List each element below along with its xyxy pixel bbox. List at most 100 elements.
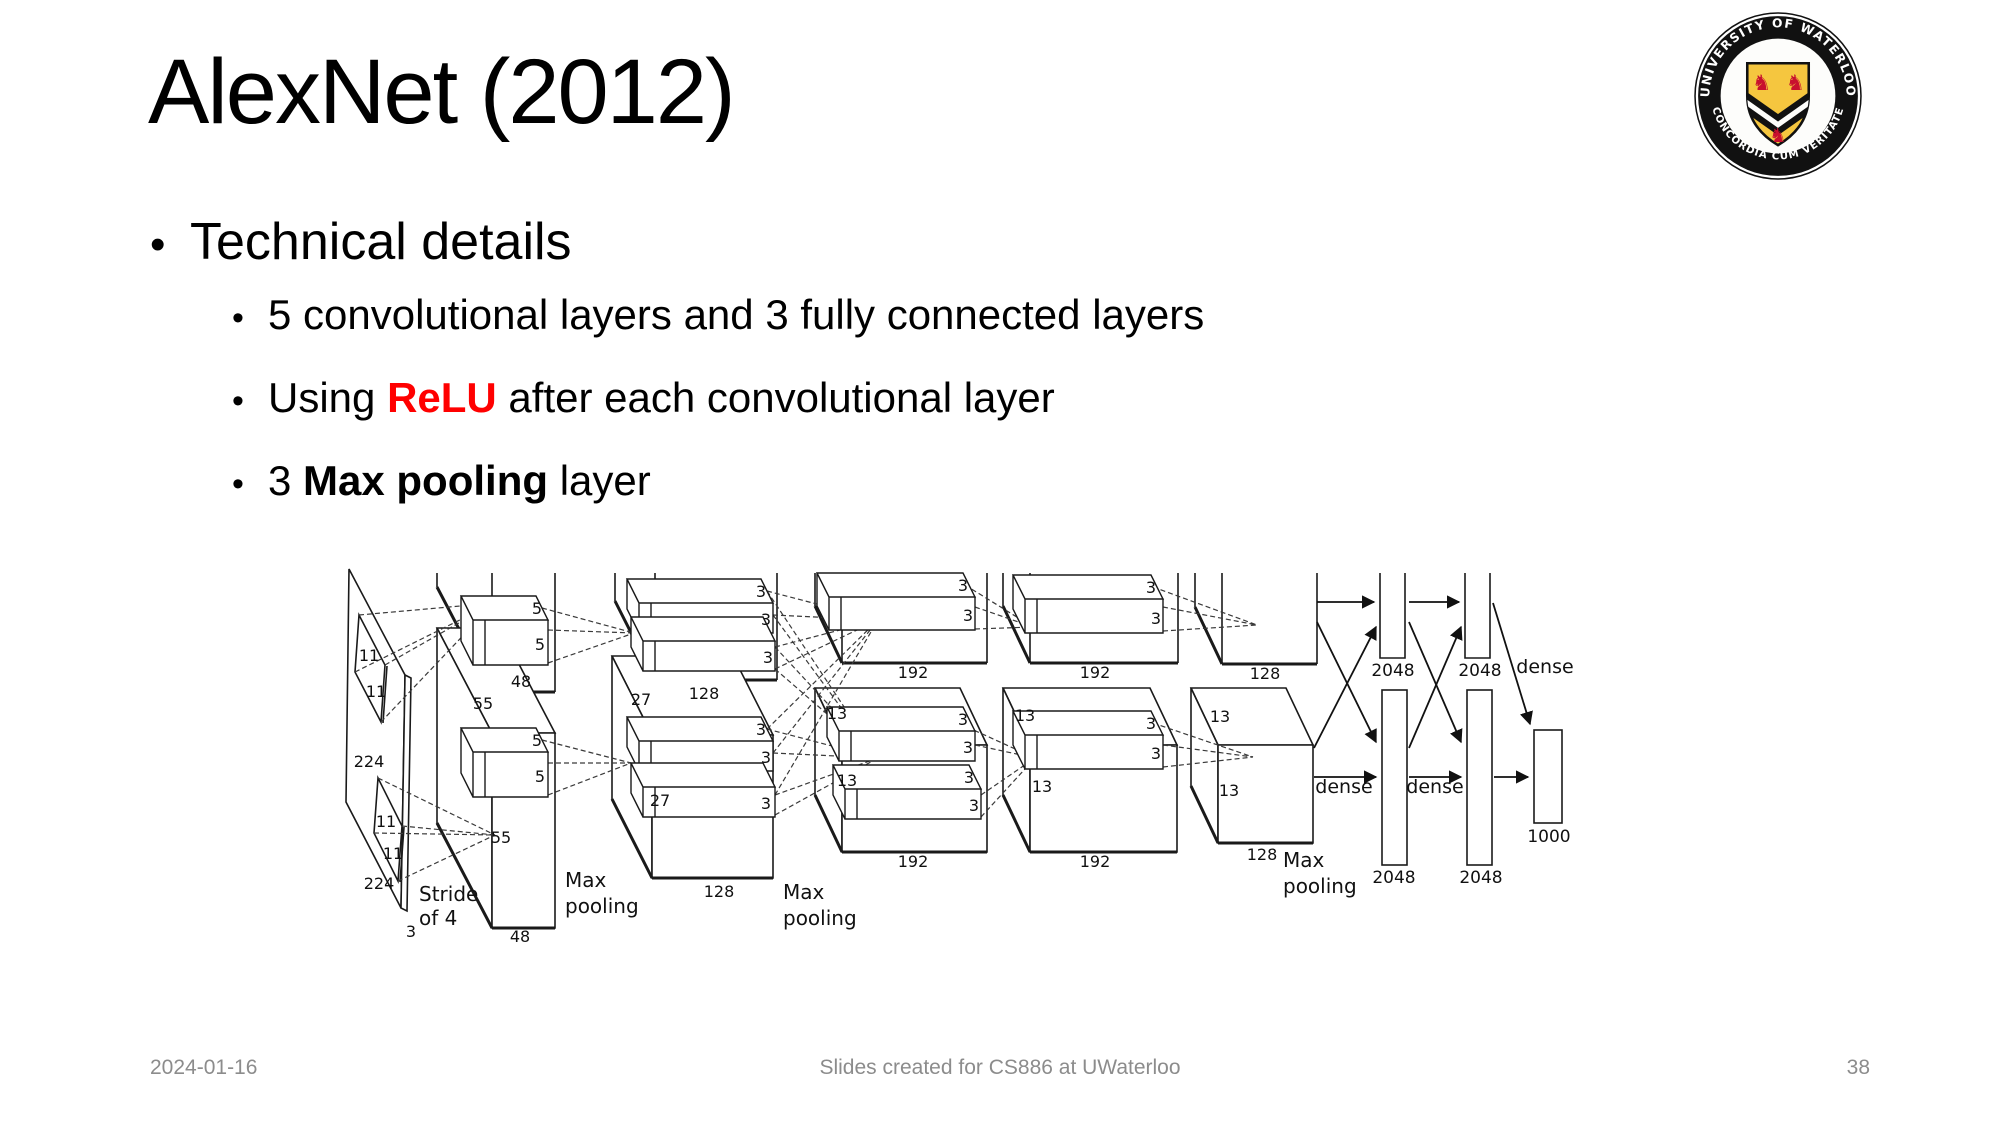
label-kernel5: 5	[532, 599, 542, 618]
kernel-3x3-conv2-top-2	[629, 616, 777, 672]
label-kernel5: 5	[535, 635, 545, 654]
kernel-5x5-top	[459, 595, 550, 666]
kernel-5x5-bottom	[459, 727, 550, 798]
label-stride-2: of 4	[419, 906, 457, 930]
maxpool-bold: Max pooling	[303, 457, 549, 504]
label-conv1-size: 55	[491, 828, 511, 847]
label-kernel3: 3	[1151, 609, 1161, 628]
label-conv2-size: 27	[631, 690, 651, 709]
bullet-level1-text: Technical details	[190, 213, 572, 271]
bullet-text: Using ReLU after each convolutional laye…	[268, 374, 1055, 421]
label-dense-2: dense	[1406, 776, 1463, 798]
label-input-depth: 3	[406, 922, 416, 941]
label-fc1-top: 2048	[1371, 661, 1414, 681]
uwaterloo-logo: UNIVERSITY OF WATERLOO CONCORDIA CUM VER…	[1694, 12, 1862, 180]
label-maxpool-1a: Max	[565, 868, 607, 892]
footer-date: 2024-01-16	[150, 1056, 258, 1079]
label-kernel3: 3	[963, 606, 973, 625]
conv5-top-box	[1193, 573, 1318, 666]
logo-seal-icon: UNIVERSITY OF WATERLOO CONCORDIA CUM VER…	[1694, 12, 1862, 180]
label-dense-3: dense	[1516, 656, 1573, 678]
kernel-3x3-conv2-bottom-1	[625, 716, 775, 772]
label-kernel3: 3	[1146, 714, 1156, 733]
label-conv5-depth: 128	[1247, 845, 1278, 864]
kernel-3x3-conv4-top	[1011, 574, 1165, 634]
label-conv3-depth: 192	[898, 852, 929, 871]
dense-arrows	[1313, 595, 1533, 784]
svg-text:♞: ♞	[1786, 71, 1805, 96]
label-kernel3: 3	[756, 720, 766, 739]
bullet-marker: •	[232, 382, 244, 420]
label-kernel11: 11	[383, 844, 403, 863]
label-stride-1: Stride	[419, 882, 478, 906]
label-kernel3: 3	[964, 768, 974, 787]
label-conv5-size: 13	[1219, 781, 1239, 800]
kernel-3x3-conv3-bottom-1	[825, 706, 977, 762]
label-maxpool-2b: pooling	[783, 906, 857, 930]
kernel-3x3-conv3-bottom-2	[831, 764, 983, 820]
label-maxpool-3a: Max	[1283, 848, 1325, 872]
label-kernel3: 3	[1151, 744, 1161, 763]
label-kernel3: 3	[963, 738, 973, 757]
bullet-sublist: • 5 convolutional layers and 3 fully con…	[232, 294, 1204, 523]
label-kernel3: 3	[958, 576, 968, 595]
fc-columns	[1379, 573, 1563, 866]
label-conv4-size: 13	[1015, 706, 1035, 725]
footer-page-number: 38	[1846, 1056, 1870, 1079]
label-conv3-size: 13	[827, 704, 847, 723]
label-conv1-depth: 48	[510, 927, 530, 946]
label-kernel11: 11	[376, 812, 396, 831]
label-input-width: 224	[364, 874, 395, 893]
label-conv2-size: 27	[650, 791, 670, 810]
label-conv3-depth: 192	[898, 663, 929, 682]
input-layer	[345, 568, 412, 913]
relu-highlight: ReLU	[387, 374, 497, 421]
bullet-item-relu: • Using ReLU after each convolutional la…	[232, 377, 1204, 440]
label-kernel3: 3	[763, 648, 773, 667]
kernel-boxes	[459, 572, 1165, 820]
kernel-3x3-conv3-top	[815, 572, 977, 631]
diagram-labels: 224 224 11 11 11 11 3 Stride of 4 55 55 …	[354, 576, 1574, 946]
label-conv1-depth: 48	[511, 672, 531, 691]
label-input-height: 224	[354, 752, 385, 771]
label-conv2-depth: 128	[689, 684, 720, 703]
alexnet-architecture-diagram: 224 224 11 11 11 11 3 Stride of 4 55 55 …	[345, 568, 1574, 946]
label-conv5-depth: 128	[1250, 664, 1281, 683]
slide-title: AlexNet (2012)	[148, 41, 736, 143]
footer-caption: Slides created for CS886 at UWaterloo	[819, 1056, 1181, 1079]
bullet-list: • Technical details • 5 convolutional la…	[150, 212, 1204, 523]
logo-lions: ♞ ♞ ♞	[1752, 71, 1805, 147]
label-conv4-depth: 192	[1080, 852, 1111, 871]
bullet-marker: •	[232, 299, 244, 337]
label-dense-1: dense	[1315, 776, 1372, 798]
label-conv1-size: 55	[473, 694, 493, 713]
slide-footer: 2024-01-16 Slides created for CS886 at U…	[0, 1056, 2000, 1096]
bullet-level1: • Technical details	[150, 212, 1204, 272]
bullet-marker: •	[150, 220, 166, 269]
label-fc2-top: 2048	[1458, 661, 1501, 681]
label-kernel11: 11	[366, 682, 386, 701]
label-kernel5: 5	[535, 767, 545, 786]
label-kernel3: 3	[761, 748, 771, 767]
bullet-item-conv-layers: • 5 convolutional layers and 3 fully con…	[232, 294, 1204, 357]
bullet-text: 5 convolutional layers and 3 fully conne…	[268, 291, 1205, 338]
bullet-marker: •	[232, 465, 244, 503]
label-kernel3: 3	[756, 582, 766, 601]
label-conv5-size: 13	[1210, 707, 1230, 726]
svg-text:♞: ♞	[1769, 124, 1786, 147]
label-conv2-depth: 128	[704, 882, 735, 901]
label-kernel3: 3	[969, 796, 979, 815]
label-kernel5: 5	[532, 731, 542, 750]
label-fc2-bottom: 2048	[1459, 868, 1502, 888]
kernel-3x3-conv4-bottom	[1011, 710, 1165, 770]
label-kernel3: 3	[761, 794, 771, 813]
output-column	[1533, 729, 1563, 824]
label-maxpool-3b: pooling	[1283, 874, 1357, 898]
kernel-3x3-conv2-bottom-2	[629, 762, 777, 818]
label-maxpool-1b: pooling	[565, 894, 639, 918]
logo-chevrons	[1747, 92, 1809, 136]
svg-text:♞: ♞	[1752, 71, 1771, 96]
conv5-bottom-box	[1189, 687, 1315, 845]
label-kernel3: 3	[761, 610, 771, 629]
